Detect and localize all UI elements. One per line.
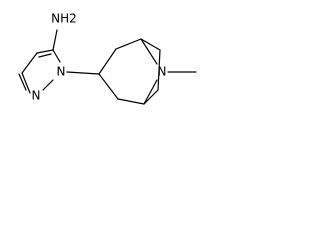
bond-c5-n8 xyxy=(143,79,158,105)
bond-n2-c3 xyxy=(21,72,31,94)
bond-c3-c4 xyxy=(21,52,38,74)
pyrazole-n2-label: N xyxy=(32,89,41,103)
pyrazole-n1-label: N xyxy=(57,65,66,79)
chemical-structure-diagram: NH2 N N N xyxy=(18,12,197,105)
bond-c5-nh2 xyxy=(52,29,58,51)
bridge-n-label: N xyxy=(158,65,167,79)
bond-c3-c2 xyxy=(98,48,117,75)
bond-c6-c5 xyxy=(143,89,159,105)
bond-n1-n2 xyxy=(42,79,54,91)
bond-c3-c4 xyxy=(98,73,119,100)
amine-label: NH2 xyxy=(51,12,77,26)
bond-n1-c3prime xyxy=(66,71,100,75)
bond-c1-n8 xyxy=(140,38,158,65)
azabicyclo-octane xyxy=(98,38,197,105)
bond-c4-c5-double xyxy=(38,53,52,58)
bond-c5-n1 xyxy=(52,49,61,63)
bond-n2-c3-double xyxy=(18,73,27,91)
bond-c4-c5 xyxy=(117,98,145,105)
bond-c2-c1 xyxy=(115,38,142,50)
bond-c7-c6 xyxy=(157,49,161,91)
bond-c4-c5 xyxy=(36,49,54,54)
pyrazole-ring xyxy=(18,49,61,94)
bond-c1-c7 xyxy=(140,38,161,51)
